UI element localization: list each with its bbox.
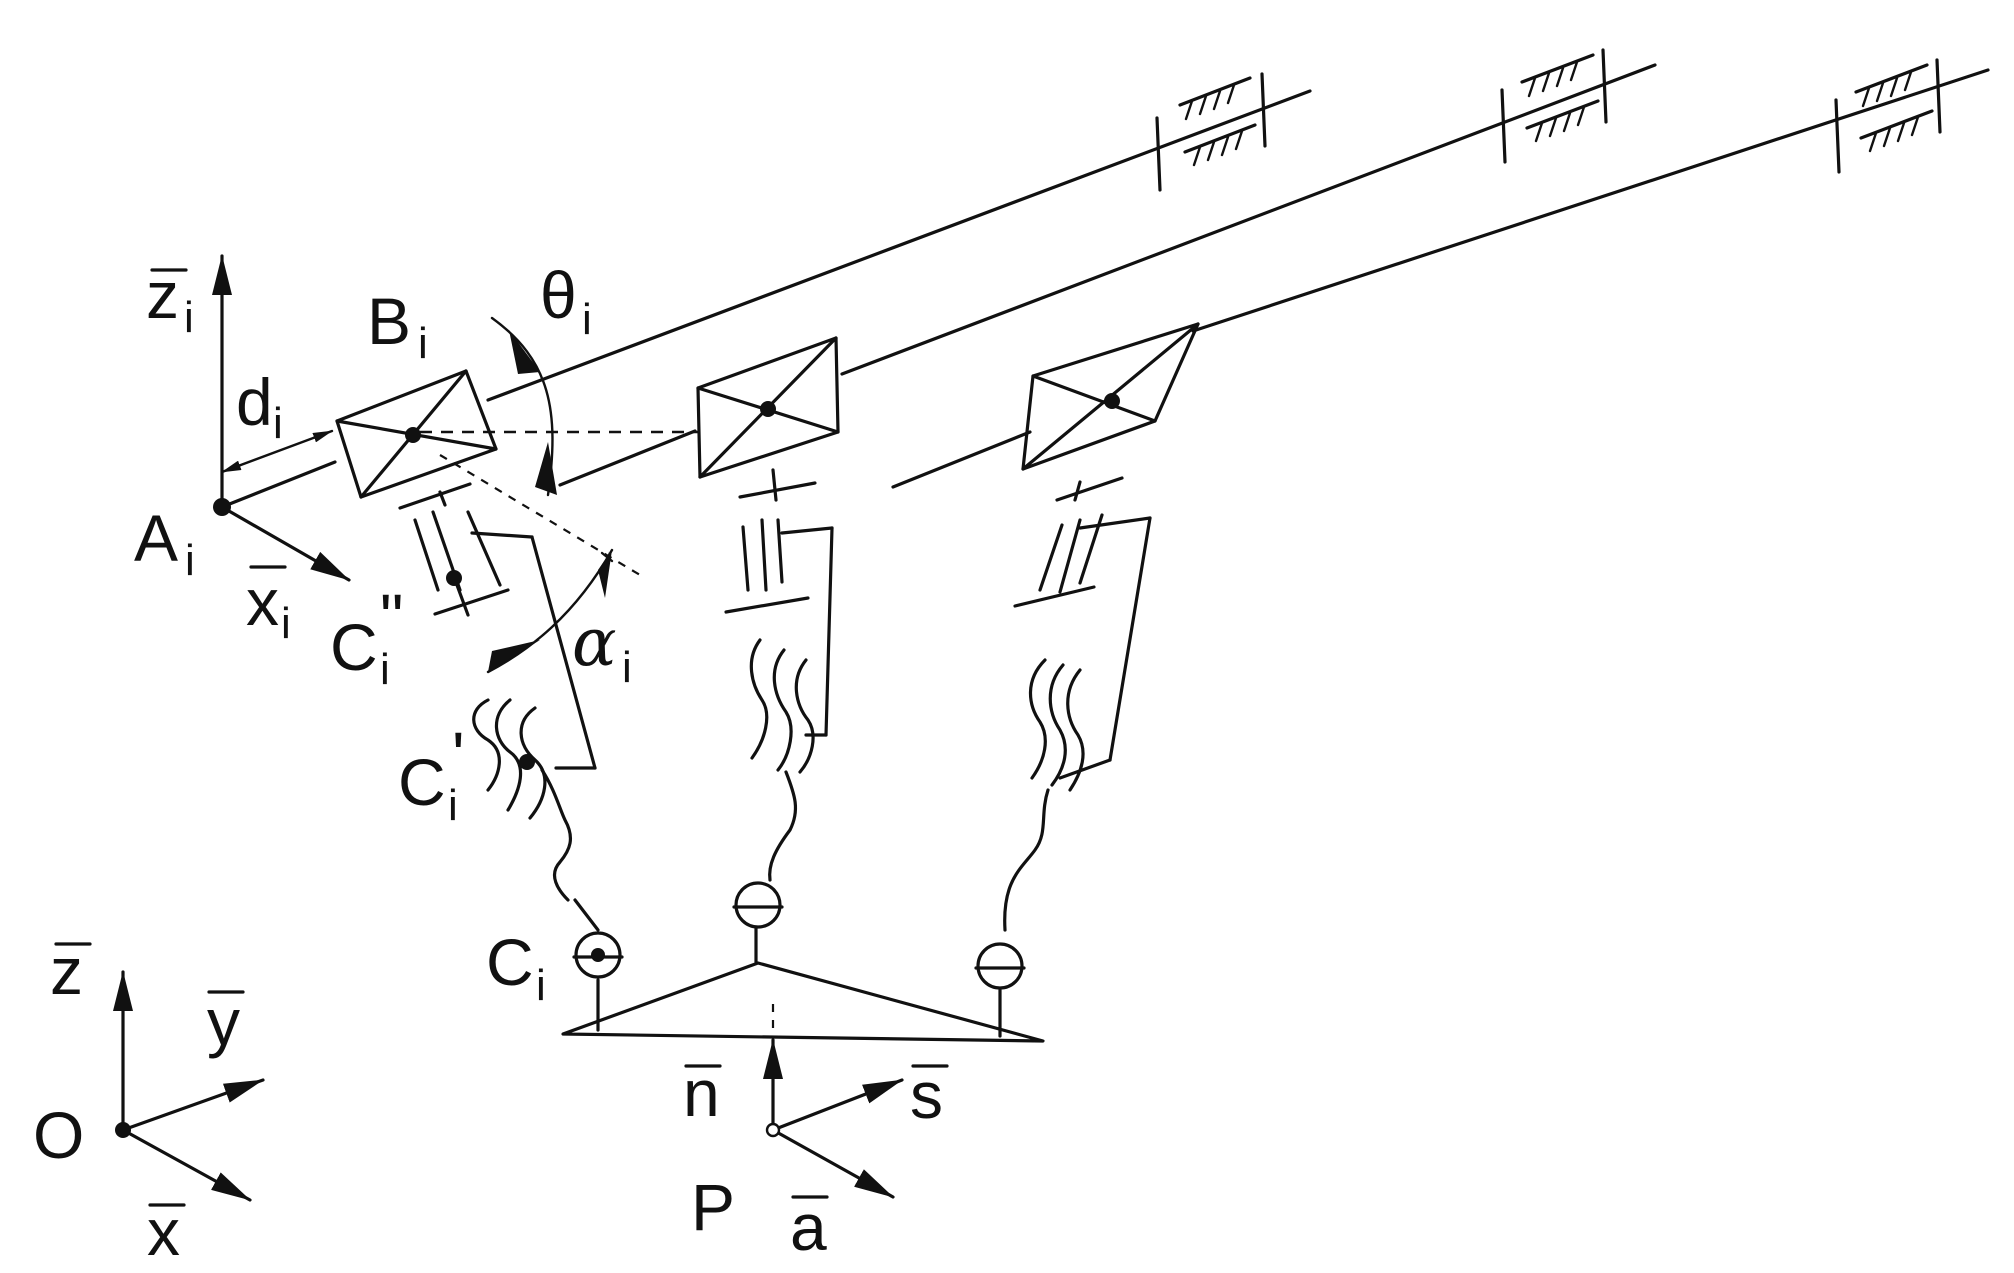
label-C-i-prime: C i ' [398, 718, 465, 830]
label-x: x [147, 1195, 186, 1269]
label-x-i: x i [246, 565, 291, 648]
svg-text:i: i [448, 781, 458, 830]
svg-text:i: i [185, 536, 195, 585]
label-B-i: B i [367, 284, 428, 368]
svg-text:x: x [147, 1195, 180, 1269]
label-n: n [683, 1056, 722, 1130]
svg-text:z: z [146, 258, 179, 332]
svg-text:C: C [486, 925, 534, 999]
label-A-i: A i [134, 501, 195, 585]
spherical-joint-C3 [974, 942, 1026, 1038]
frame-P [763, 1038, 904, 1199]
label-s: s [910, 1058, 949, 1132]
svg-text:i: i [536, 961, 546, 1010]
label-P: P [691, 1170, 735, 1244]
svg-text:B: B [367, 284, 411, 358]
svg-text:a: a [790, 1190, 827, 1264]
svg-text:x: x [246, 565, 279, 639]
svg-text:O: O [33, 1098, 84, 1172]
svg-text:y: y [207, 985, 240, 1059]
svg-text:A: A [134, 501, 178, 575]
angle-theta [490, 316, 557, 497]
svg-text:θ: θ [540, 258, 577, 332]
svg-text:s: s [910, 1058, 943, 1132]
rail-2 [558, 63, 1657, 487]
svg-text:i: i [582, 295, 592, 344]
frame-Ai [212, 254, 351, 582]
svg-text:i: i [273, 399, 283, 448]
leg-2 [724, 468, 834, 882]
label-y: y [207, 985, 245, 1059]
svg-text:n: n [683, 1056, 720, 1130]
label-d-i: d i [236, 365, 283, 448]
rail-3 [891, 68, 1990, 489]
label-z-i: z i [146, 258, 194, 342]
svg-text:": " [380, 580, 403, 654]
svg-text:C: C [398, 745, 446, 819]
frame-O [113, 970, 265, 1202]
slider-B3 [1021, 322, 1200, 471]
fixed-support-1 [1155, 72, 1267, 192]
svg-text:α: α [572, 604, 617, 681]
svg-text:z: z [50, 934, 83, 1008]
svg-text:P: P [691, 1170, 735, 1244]
label-C-i: C i [486, 925, 546, 1010]
label-O: O [33, 1098, 84, 1172]
label-a: a [790, 1190, 829, 1264]
leg-3 [1003, 476, 1152, 932]
slider-B2 [696, 336, 840, 479]
label-z: z [50, 934, 92, 1008]
leg-1 [398, 482, 600, 932]
svg-text:i: i [184, 293, 194, 342]
svg-text:i: i [622, 643, 632, 692]
svg-text:': ' [452, 718, 465, 792]
svg-text:C: C [330, 610, 378, 684]
fixed-support-3 [1834, 58, 1942, 174]
spherical-joint-C2 [732, 881, 784, 964]
label-alpha-i: α i [572, 604, 632, 692]
label-C-i-double-prime: C i " [330, 580, 403, 694]
reference-line-slant [439, 454, 641, 576]
svg-text:i: i [418, 319, 428, 368]
label-theta-i: θ i [540, 258, 592, 344]
svg-text:d: d [236, 365, 273, 439]
svg-text:i: i [281, 599, 291, 648]
angle-alpha [486, 548, 614, 674]
svg-text:i: i [380, 645, 390, 694]
dimension-d [220, 429, 334, 474]
fixed-support-2 [1500, 48, 1608, 164]
moving-platform [561, 961, 1045, 1045]
slider-B1 [335, 369, 498, 499]
